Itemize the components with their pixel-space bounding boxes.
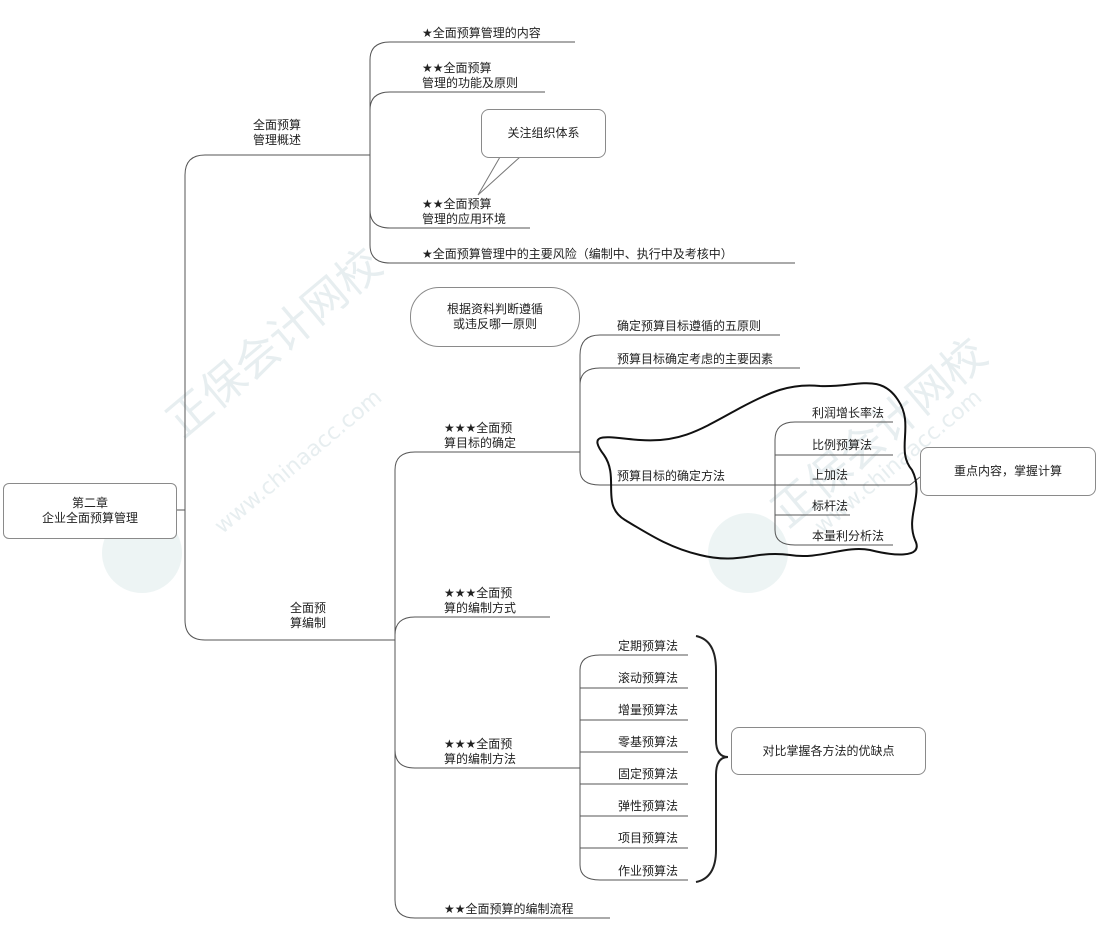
target-item-1[interactable]: 确定预算目标遵循的五原则 [617, 319, 762, 333]
budget-method-7[interactable]: 项目预算法 [618, 831, 679, 845]
overview-item-1[interactable]: ★全面预算管理的内容 [422, 26, 541, 40]
method-benchmark[interactable]: 标杆法 [812, 499, 849, 513]
target-item-3[interactable]: 预算目标的确定方法 [617, 469, 726, 483]
method-ratio[interactable]: 比例预算法 [812, 438, 873, 452]
budget-method-6[interactable]: 弹性预算法 [618, 799, 679, 813]
watermark-logo-right-icon [708, 513, 788, 593]
method-profit-growth[interactable]: 利润增长率法 [812, 406, 885, 420]
branch-overview[interactable]: 全面预算 管理概述 [253, 118, 302, 147]
compile-mode[interactable]: ★★★全面预 算的编制方式 [444, 586, 517, 615]
compile-target[interactable]: ★★★全面预 算目标的确定 [444, 421, 517, 450]
note-key-content: 重点内容，掌握计算 [920, 447, 1096, 496]
overview-item-2[interactable]: ★★全面预算 管理的功能及原则 [422, 61, 519, 90]
note-compare: 对比掌握各方法的优缺点 [731, 727, 926, 775]
target-item-2[interactable]: 预算目标确定考虑的主要因素 [617, 352, 774, 366]
method-cvp[interactable]: 本量利分析法 [812, 529, 885, 543]
compile-flow[interactable]: ★★全面预算的编制流程 [444, 902, 574, 916]
budget-method-2[interactable]: 滚动预算法 [618, 671, 679, 685]
budget-method-3[interactable]: 增量预算法 [618, 703, 679, 717]
branch-compile[interactable]: 全面预 算编制 [290, 601, 327, 630]
note-principle: 根据资料判断遵循 或违反哪一原则 [410, 287, 580, 347]
budget-method-4[interactable]: 零基预算法 [618, 735, 679, 749]
overview-item-4[interactable]: ★全面预算管理中的主要风险（编制中、执行中及考核中） [422, 247, 733, 261]
root-chapter[interactable]: 第二章 企业全面预算管理 [3, 483, 177, 539]
budget-method-1[interactable]: 定期预算法 [618, 639, 679, 653]
callout-organization: 关注组织体系 [481, 109, 606, 158]
compile-methods[interactable]: ★★★全面预 算的编制方法 [444, 737, 517, 766]
method-add-on[interactable]: 上加法 [812, 468, 849, 482]
budget-method-8[interactable]: 作业预算法 [618, 864, 679, 878]
overview-item-3[interactable]: ★★全面预算 管理的应用环境 [422, 197, 507, 226]
budget-method-5[interactable]: 固定预算法 [618, 767, 679, 781]
